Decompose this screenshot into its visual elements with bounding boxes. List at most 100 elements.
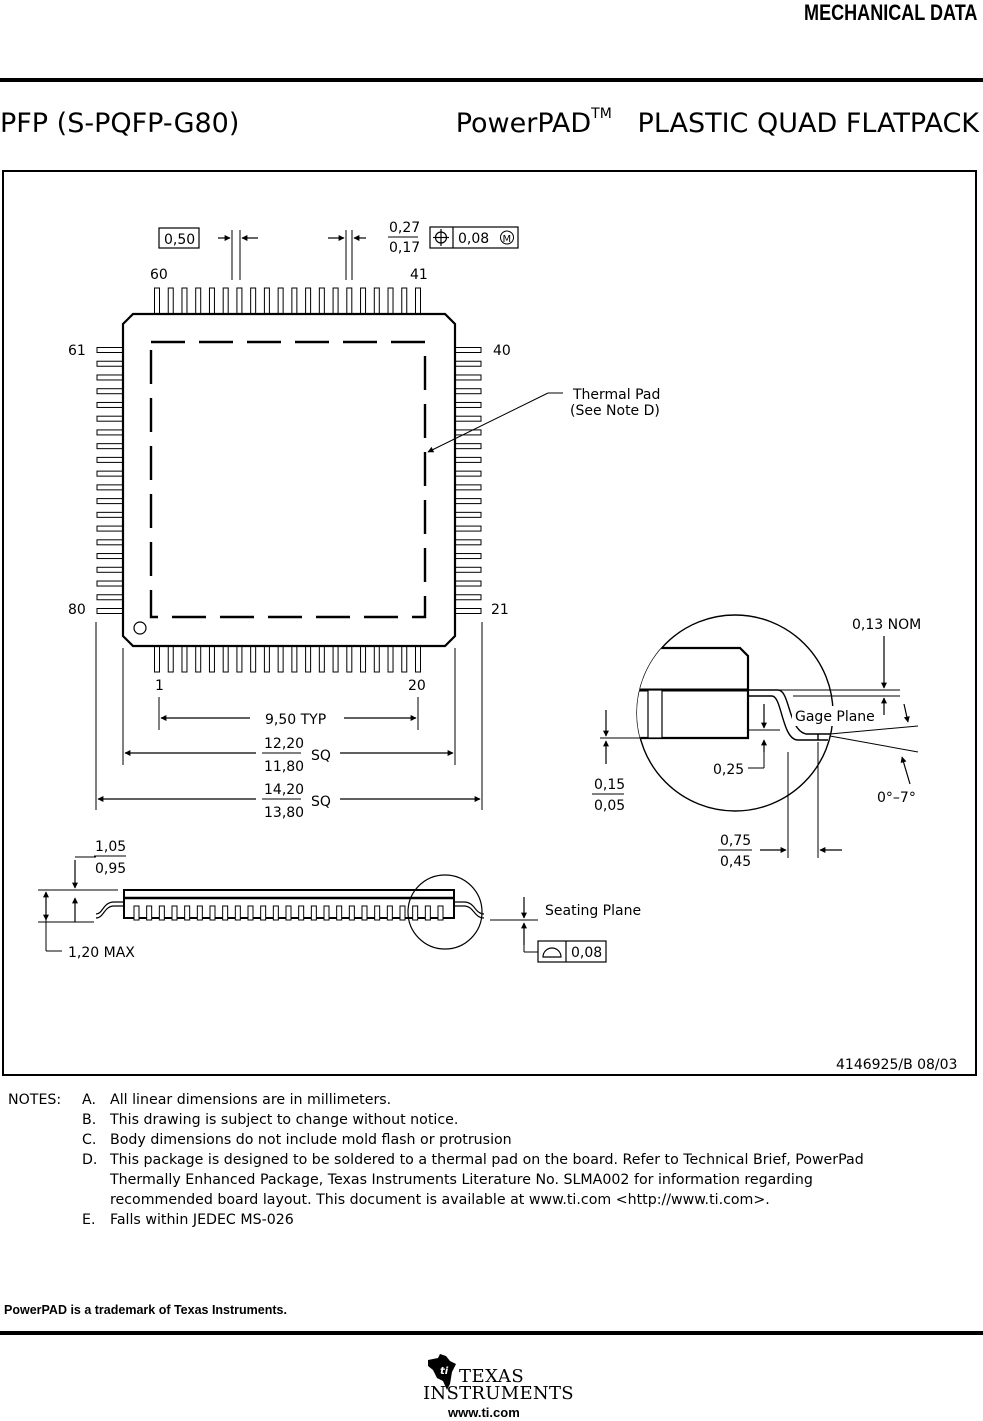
lead [346, 287, 353, 315]
lead [154, 645, 160, 673]
foot-length-min: 0,45 [720, 854, 751, 870]
side-lead [171, 905, 178, 921]
lead [454, 374, 482, 381]
gage-plane-label: Gage Plane [795, 709, 875, 725]
height-upper-max: 1,05 [95, 839, 126, 855]
lead [415, 287, 421, 315]
lead [373, 645, 380, 673]
lead [222, 645, 229, 673]
lead [96, 566, 124, 573]
note-letter: B. [82, 1112, 97, 1128]
note-text: Thermally Enhanced Package, Texas Instru… [110, 1172, 813, 1188]
package-code: PFP (S-PQFP-G80) [0, 108, 240, 139]
lead [96, 470, 124, 477]
lead [454, 415, 482, 422]
lead [387, 287, 394, 315]
notes-label: NOTES: [8, 1092, 62, 1108]
side-lead [209, 905, 216, 921]
lead [360, 287, 367, 315]
tolerance-modifier: M [503, 234, 512, 245]
note-text: Body dimensions do not include mold flas… [110, 1132, 512, 1148]
body-min: 11,80 [264, 759, 304, 775]
lead [96, 360, 124, 367]
lead [167, 287, 174, 315]
lead [96, 374, 124, 381]
section-title: MECHANICAL DATA [803, 0, 977, 25]
thermal-pad-outline [149, 340, 427, 619]
side-lead [424, 905, 431, 921]
side-lead [361, 905, 368, 921]
note-text: Falls within JEDEC MS-026 [110, 1212, 294, 1228]
lead [263, 645, 270, 673]
typ-dimension: 9,50 TYP [265, 712, 326, 728]
lead [96, 401, 124, 408]
note-letter: E. [82, 1212, 96, 1228]
trademark-note: PowerPAD is a trademark of Texas Instrum… [4, 1303, 287, 1317]
lead [454, 566, 482, 573]
lead [181, 287, 188, 315]
lead [318, 645, 325, 673]
ti-logo-icon: ti [428, 1354, 456, 1390]
lead [96, 511, 124, 518]
tolerance-value: 0,08 [458, 231, 489, 247]
pin-label-61: 61 [68, 343, 86, 359]
lead [96, 525, 124, 532]
pin-label-41: 41 [410, 267, 428, 283]
lead-width-dimension: 0,27 0,17 [328, 220, 420, 280]
lead [96, 415, 124, 422]
right-leads [454, 347, 482, 614]
lead [454, 484, 482, 491]
lead [96, 539, 124, 546]
note-text: This package is designed to be soldered … [110, 1152, 864, 1168]
lead [277, 645, 284, 673]
note-text: recommended board layout. This document … [110, 1192, 770, 1208]
side-lead [196, 905, 203, 921]
website-url[interactable]: www.ti.com [448, 1405, 520, 1420]
lead [236, 287, 243, 315]
seating-plane-label: Seating Plane [545, 903, 641, 919]
pin-label-21: 21 [491, 602, 509, 618]
lead [332, 287, 339, 315]
standoff-max: 0,15 [594, 777, 625, 793]
overall-max: 14,20 [264, 782, 304, 798]
pin1-indicator [133, 621, 147, 635]
note-text: All linear dimensions are in millimeters… [110, 1092, 392, 1108]
header-rule [0, 78, 983, 82]
lead-detail-view [600, 614, 919, 812]
lead [454, 470, 482, 477]
pitch-value: 0,50 [164, 232, 195, 248]
top-leads [154, 287, 421, 315]
lead [291, 287, 298, 315]
lead [454, 594, 482, 601]
lead [454, 360, 482, 367]
lead-width-min: 0,17 [389, 240, 420, 256]
side-lead [310, 905, 317, 921]
body-sq: SQ [311, 748, 331, 764]
lead [236, 645, 243, 673]
lead [360, 645, 367, 673]
lead [291, 645, 298, 673]
lead [318, 287, 325, 315]
lead [96, 553, 124, 560]
logo-instruments: INSTRUMENTS [423, 1383, 574, 1404]
lead [96, 443, 124, 450]
side-lead [260, 905, 267, 921]
lead [96, 608, 124, 614]
pitch-dimension: 0,50 [158, 227, 258, 280]
lead [96, 456, 124, 463]
lead [332, 645, 339, 673]
note-letter: A. [82, 1092, 96, 1108]
lead [454, 498, 482, 505]
side-lead [399, 905, 406, 921]
svg-text:ti: ti [440, 1366, 449, 1377]
body-max: 12,20 [264, 736, 304, 752]
lead [96, 498, 124, 505]
coplanarity-frame: 0,08 [537, 940, 607, 963]
lead [454, 443, 482, 450]
lead [454, 525, 482, 532]
lead [195, 645, 202, 673]
lead [96, 347, 124, 353]
thermal-pad-callout: Thermal Pad (See Note D) [427, 387, 660, 453]
pin-label-60: 60 [150, 267, 168, 283]
bottom-leads [154, 645, 421, 673]
